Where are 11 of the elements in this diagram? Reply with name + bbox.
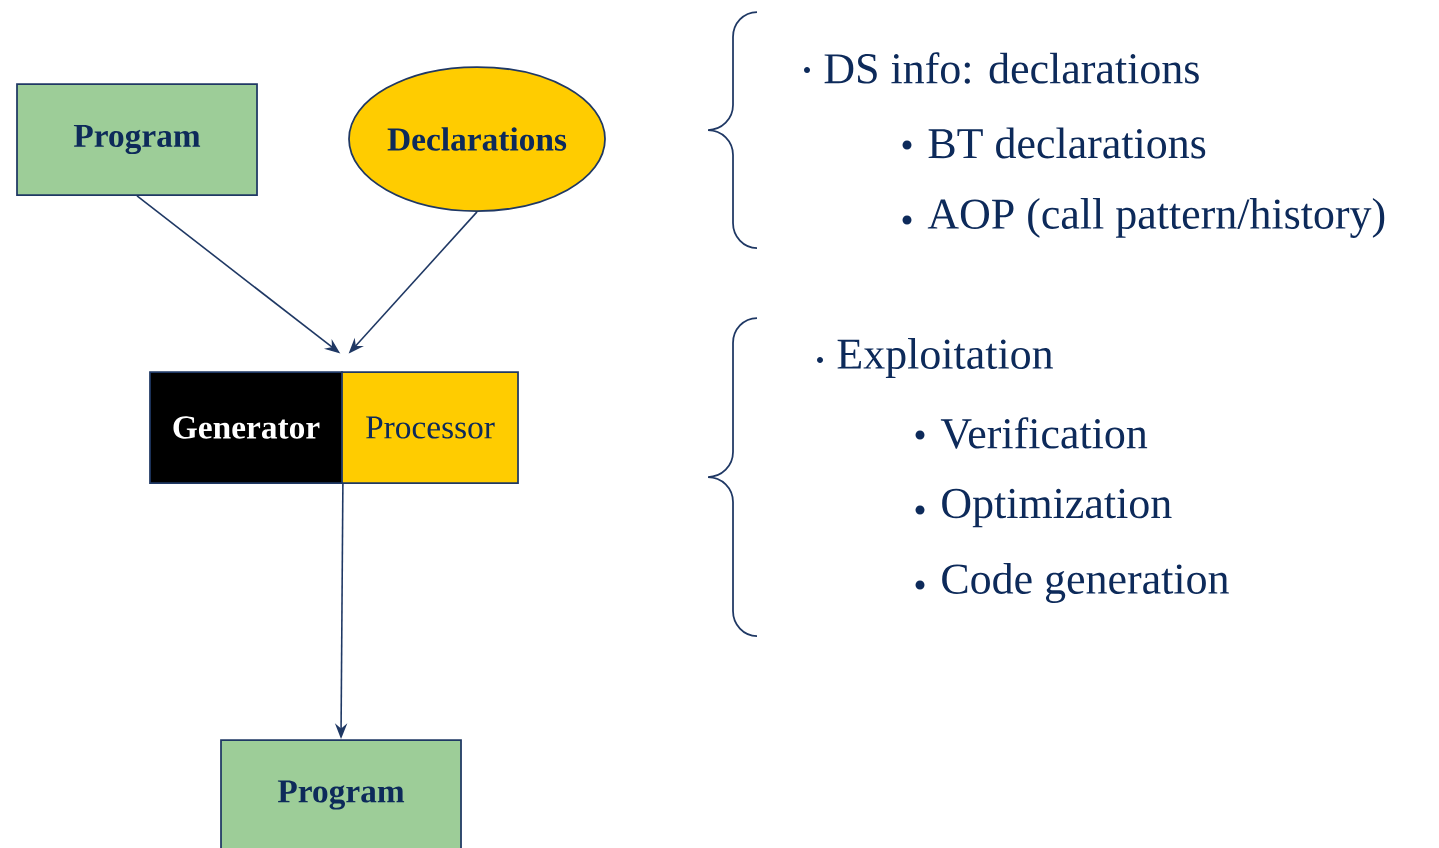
generator-box: Generator	[149, 371, 343, 484]
program-box: Program	[220, 739, 462, 848]
list-item: DS info: declarations	[824, 52, 1199, 84]
program-box: Program	[16, 83, 258, 196]
list-item: Code generation	[942, 563, 1229, 603]
list-item: Verification	[940, 417, 1148, 449]
list-item: Exploitation	[837, 338, 1053, 378]
processor-box: Processor	[341, 371, 519, 484]
list-item: BT declarations	[928, 127, 1206, 159]
list-item: Optimization	[942, 488, 1172, 528]
list-item: AOP (call pattern/history)	[927, 198, 1385, 238]
